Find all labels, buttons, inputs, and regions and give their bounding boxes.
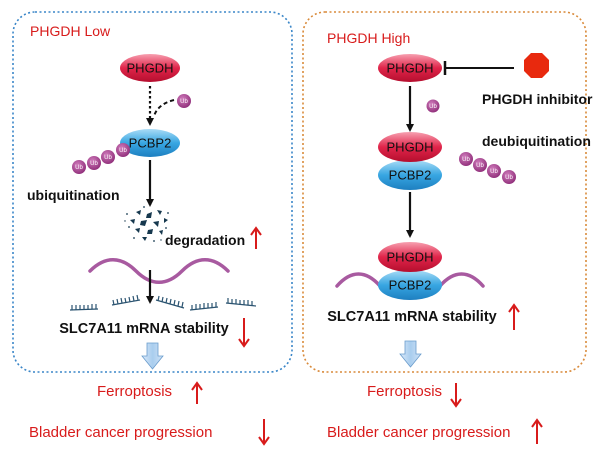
right-mrna-up-arrow: [508, 303, 520, 330]
right-complex-pcbp2-ellipse: [378, 160, 442, 190]
ubiquitination-label: ubiquitination: [27, 187, 120, 203]
left-phgdh-label: PHGDH: [127, 61, 174, 76]
left-phgdh-ellipse: [120, 54, 180, 82]
right-mrna-stability-label: SLC7A11 mRNA stability: [327, 309, 496, 325]
right-block-arrow: [399, 340, 422, 368]
svg-text:Ub: Ub: [180, 99, 188, 105]
svg-text:Ub: Ub: [119, 148, 127, 154]
phgdh-inhibitor-icon: [524, 53, 549, 78]
degradation-label: degradation: [165, 232, 245, 248]
right-ub-chain: Ub Ub Ub Ub: [459, 152, 516, 184]
deubiquitination-label: deubiquitination: [482, 133, 591, 149]
right-bound-pcbp2-ellipse: [378, 270, 442, 300]
right-bound-pcbp2-label: PCBP2: [389, 278, 432, 293]
svg-text:Ub: Ub: [505, 175, 513, 181]
right-panel-border: [302, 11, 587, 373]
left-ub-chain: Ub Ub Ub Ub: [72, 143, 130, 174]
right-ferroptosis-label: Ferroptosis: [367, 383, 442, 400]
left-ub-dashed-curve: [153, 99, 175, 117]
left-mrna-down-arrow: [238, 318, 250, 348]
left-panel-title: PHGDH Low: [30, 23, 111, 39]
degradation-up-arrow: [250, 226, 262, 249]
svg-text:Ub: Ub: [75, 165, 83, 171]
svg-text:Ub: Ub: [476, 163, 484, 169]
left-progression-label: Bladder cancer progression: [29, 424, 212, 441]
right-complex-phgdh-label: PHGDH: [387, 140, 434, 155]
right-bound-phgdh-label: PHGDH: [387, 250, 434, 265]
left-ferroptosis-up-arrow: [191, 381, 203, 404]
right-complex-phgdh-ellipse: [378, 132, 442, 162]
right-ub-icon: Ub: [426, 99, 440, 113]
right-progression-label: Bladder cancer progression: [327, 424, 510, 441]
right-progression-up-arrow: [531, 418, 543, 444]
right-bound-phgdh-ellipse: [378, 242, 442, 272]
right-panel-title: PHGDH High: [327, 30, 410, 46]
svg-text:Ub: Ub: [490, 169, 498, 175]
left-mrna-stability-label: SLC7A11 mRNA stability: [59, 321, 228, 337]
right-phgdh-ellipse: [378, 54, 442, 82]
left-block-arrow: [141, 342, 164, 370]
right-ferroptosis-down-arrow: [450, 383, 462, 408]
svg-text:Ub: Ub: [462, 157, 470, 163]
mrna-fragments: [69, 294, 257, 311]
left-mrna-wave: [88, 258, 230, 284]
right-phgdh-label: PHGDH: [387, 61, 434, 76]
svg-text:Ub: Ub: [104, 155, 112, 161]
left-ferroptosis-label: Ferroptosis: [97, 383, 172, 400]
left-pcbp2-ellipse: [120, 129, 180, 157]
degradation-fragments: [124, 206, 169, 242]
right-complex-pcbp2-label: PCBP2: [389, 168, 432, 183]
left-panel-border: [12, 11, 293, 373]
left-progression-down-arrow: [258, 419, 270, 446]
svg-text:Ub: Ub: [429, 104, 437, 110]
svg-text:Ub: Ub: [90, 161, 98, 167]
phgdh-inhibitor-label: PHGDH inhibitor: [482, 91, 593, 107]
left-ub-icon: Ub: [177, 94, 191, 108]
left-pcbp2-label: PCBP2: [129, 136, 172, 151]
